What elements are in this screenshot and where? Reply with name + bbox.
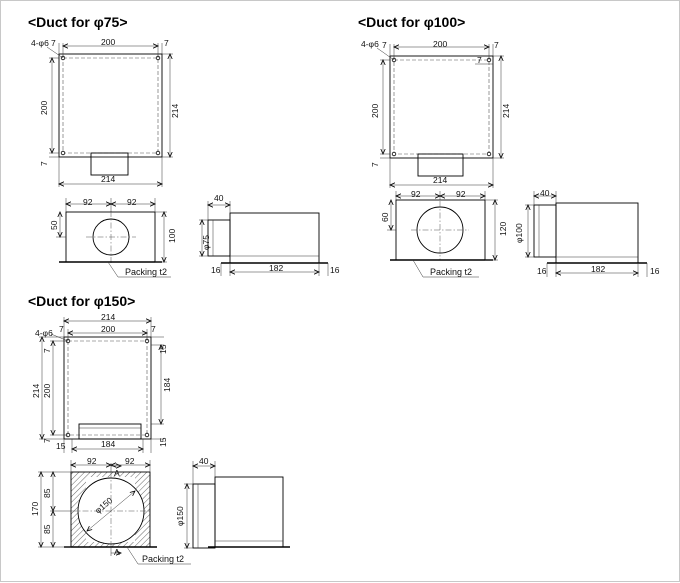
phi100-side-length: 182 — [591, 264, 605, 274]
phi100-height-outer: 214 — [501, 104, 511, 118]
phi75-side-collar-depth: 40 — [214, 193, 224, 203]
phi100-side-diameter: φ100 — [514, 223, 524, 243]
phi100-side-view — [525, 191, 648, 277]
phi100-inner-edge: 7 — [477, 55, 482, 65]
phi150-edge-top-right: 15 — [158, 344, 168, 354]
phi75-edge-right: 7 — [164, 38, 169, 48]
phi100-edge-left: 7 — [382, 40, 387, 50]
phi75-height: 200 — [39, 101, 49, 115]
phi75-edge-bottom: 7 — [39, 161, 49, 166]
phi75-side-flange-right: 16 — [330, 265, 340, 275]
phi75-side-length: 182 — [269, 263, 283, 273]
phi150-edge-top-left: 7 — [42, 348, 52, 353]
phi150-edge-right: 7 — [151, 324, 156, 334]
phi75-height-outer: 214 — [170, 104, 180, 118]
title-duct-phi150: <Duct for φ150> — [28, 293, 135, 309]
phi150-side-view — [184, 461, 290, 548]
phi100-height: 200 — [370, 104, 380, 118]
phi75-edge-left: 7 — [51, 38, 56, 48]
phi150-inner-width: 184 — [101, 439, 115, 449]
phi100-packing-label: Packing t2 — [430, 267, 472, 277]
phi150-flange-left: 15 — [56, 441, 66, 451]
phi150-side-diameter: φ150 — [175, 506, 185, 526]
phi100-width: 200 — [433, 39, 447, 49]
phi100-side-flange-right: 16 — [650, 266, 660, 276]
phi150-holes-label: 4-φ6 — [35, 328, 53, 338]
phi150-front-half-right: 92 — [125, 456, 135, 466]
phi150-front-half-left: 92 — [87, 456, 97, 466]
phi75-packing-label: Packing t2 — [125, 267, 167, 277]
phi100-side-flange-left: 16 — [537, 266, 547, 276]
phi150-front-lower: 85 — [42, 524, 52, 534]
phi100-edge-bottom: 7 — [370, 162, 380, 167]
phi100-top-view — [376, 44, 504, 188]
phi150-front-upper: 85 — [42, 488, 52, 498]
phi75-width-outer: 214 — [101, 174, 115, 184]
title-duct-phi75: <Duct for φ75> — [28, 14, 128, 30]
phi150-height-outer: 214 — [31, 384, 41, 398]
phi100-front-half-left: 92 — [411, 189, 421, 199]
phi150-flange-right: 15 — [158, 437, 168, 447]
phi150-width-outer: 214 — [101, 312, 115, 322]
phi100-side-collar-depth: 40 — [540, 188, 550, 198]
phi150-packing-label: Packing t2 — [142, 554, 184, 564]
phi150-top-view — [39, 317, 164, 453]
phi150-side-collar-depth: 40 — [199, 456, 209, 466]
phi150-height: 200 — [42, 384, 52, 398]
phi75-front-view — [56, 198, 171, 278]
phi75-side-flange-left: 16 — [211, 265, 221, 275]
phi150-section-mark-top: A — [114, 468, 120, 478]
phi75-front-half-left: 92 — [83, 197, 93, 207]
phi75-front-height: 100 — [167, 229, 177, 243]
phi100-front-view — [387, 191, 498, 278]
phi150-front-view — [38, 460, 191, 565]
phi75-front-half-right: 92 — [127, 197, 137, 207]
phi100-front-half-right: 92 — [456, 189, 466, 199]
phi100-front-height: 120 — [498, 222, 508, 236]
phi75-front-center-height: 50 — [49, 220, 59, 230]
phi150-width: 200 — [101, 324, 115, 334]
phi100-edge-right: 7 — [494, 40, 499, 50]
phi150-section-mark-bottom: A — [114, 547, 120, 557]
phi100-front-center-height: 60 — [380, 212, 390, 222]
phi150-edge-left: 7 — [59, 324, 64, 334]
phi75-side-view — [199, 201, 329, 276]
phi150-inner-height: 184 — [162, 378, 172, 392]
phi75-holes-label: 4-φ6 — [31, 38, 49, 48]
phi75-top-view — [46, 43, 173, 187]
title-duct-phi100: <Duct for φ100> — [358, 14, 465, 30]
phi150-front-height: 170 — [30, 502, 40, 516]
phi100-holes-label: 4-φ6 — [361, 39, 379, 49]
phi75-width: 200 — [101, 37, 115, 47]
phi150-edge-bottom-left: 7 — [42, 438, 52, 443]
phi75-side-diameter: φ75 — [201, 235, 211, 250]
phi100-width-outer: 214 — [433, 175, 447, 185]
